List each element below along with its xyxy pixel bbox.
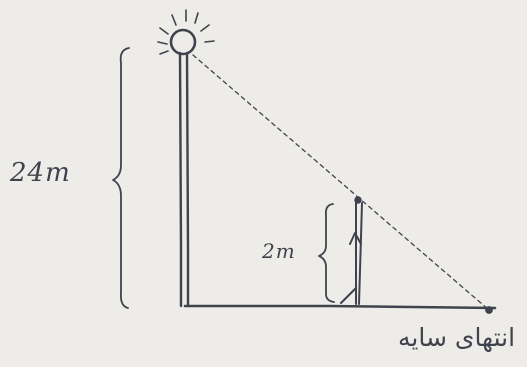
ground-line <box>183 304 497 310</box>
shadow-end-point <box>485 306 493 314</box>
stick-figure-icon <box>340 202 363 305</box>
lamp-pole <box>178 51 190 308</box>
person-height-brace <box>318 203 335 303</box>
shadow-end-label: انتهای سایه <box>398 323 516 352</box>
pole-height-label: 24m <box>10 158 71 188</box>
light-ray-dashed <box>192 54 490 311</box>
pole-height-brace <box>112 47 130 309</box>
sun-rays <box>157 9 215 55</box>
person-head-dot <box>354 196 362 204</box>
person-height-label: 2m <box>262 239 296 263</box>
light-bulb-icon <box>169 28 197 56</box>
